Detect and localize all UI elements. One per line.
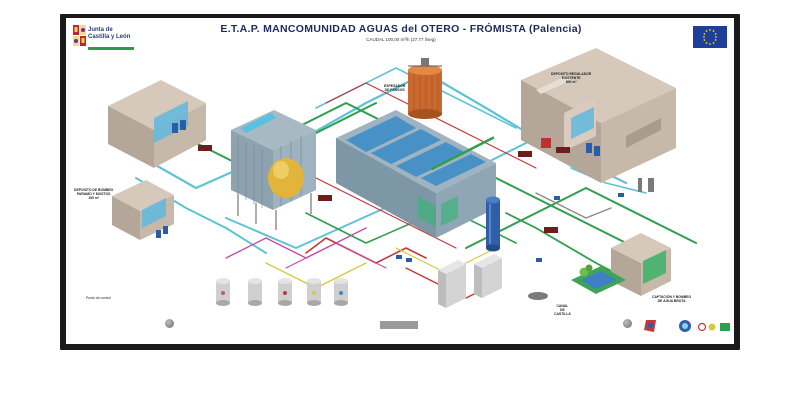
left-upper-building: [108, 80, 206, 168]
pumps: [396, 193, 624, 262]
decanter-unit: [231, 110, 316, 230]
seal-icon: [697, 322, 707, 332]
logo-text: Junta de Castilla y León: [88, 27, 131, 40]
eu-flag-icon: [693, 26, 727, 48]
dosing-tank-4: [307, 278, 321, 306]
dosing-tanks: [216, 278, 348, 306]
label-captacion: CAPTACIÓN Y BOMBEO DE AGUA BRUTA: [652, 295, 692, 303]
small-flag-icon: [720, 323, 730, 331]
poster-panel: Junta de Castilla y León E.T.A.P. MANCOM…: [66, 18, 734, 344]
sludge-thickener: [408, 58, 442, 119]
control-cabinets: [438, 254, 502, 308]
badge-icon: [708, 323, 716, 331]
pumping-tank-building: [112, 180, 174, 240]
canal: [571, 264, 626, 294]
valves: [528, 178, 654, 300]
dosing-tank-5: [334, 278, 348, 306]
page-title: E.T.A.P. MANCOMUNIDAD AGUAS del OTERO - …: [220, 23, 582, 35]
left-indicator-icon: [165, 319, 174, 328]
label-deposito-bombeo: DEPOSITO DE BOMBEO PARAMO Y MOSTOS 190 m…: [74, 188, 114, 200]
regulating-tank-building: [521, 48, 676, 183]
info-panels: [198, 145, 570, 233]
label-punto-control: Punto de control: [86, 296, 111, 300]
dosing-tank-2: [248, 278, 262, 306]
right-indicator-icon: [623, 319, 632, 328]
pressure-column: [486, 196, 500, 252]
label-espesador: ESPESADOR DE FANGOS: [384, 84, 406, 92]
junta-logo: Junta de Castilla y León: [72, 24, 142, 52]
name-plate: [380, 321, 418, 329]
flow-rate-subtitle: CAUDAL 100,00 m³/h (27,77 l/seg): [366, 37, 436, 42]
filter-block: [336, 110, 496, 238]
coat-of-arms-icon: [73, 25, 86, 46]
label-deposito-regulador: DEPOSITO REGULADOR EXISTENTE 800 m³: [551, 72, 592, 84]
intake-building: [611, 233, 671, 296]
plant-diagram: [108, 48, 697, 308]
dosing-tank-3: [278, 278, 292, 306]
label-canal: CANAL DE CASTILLA: [554, 304, 571, 316]
dosing-tank-1: [216, 278, 230, 306]
logo-strip: [88, 47, 134, 50]
partner-logos: [644, 320, 730, 332]
partner-logo-icon: [644, 320, 656, 332]
